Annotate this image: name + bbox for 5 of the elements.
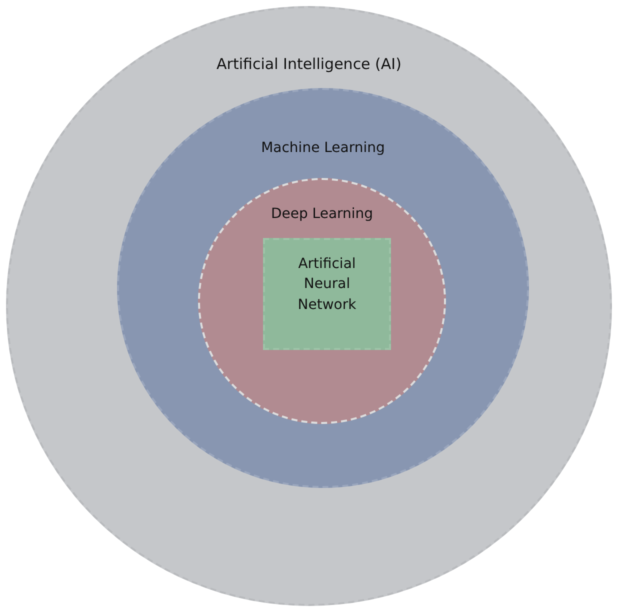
region-label: Deep Learning [270,205,374,224]
rectangle-region [263,238,391,350]
region-label: Artificial Intelligence (AI) [216,54,402,75]
region-label: Artificial Neural Network [296,255,358,315]
region-label: Machine Learning [261,139,385,158]
